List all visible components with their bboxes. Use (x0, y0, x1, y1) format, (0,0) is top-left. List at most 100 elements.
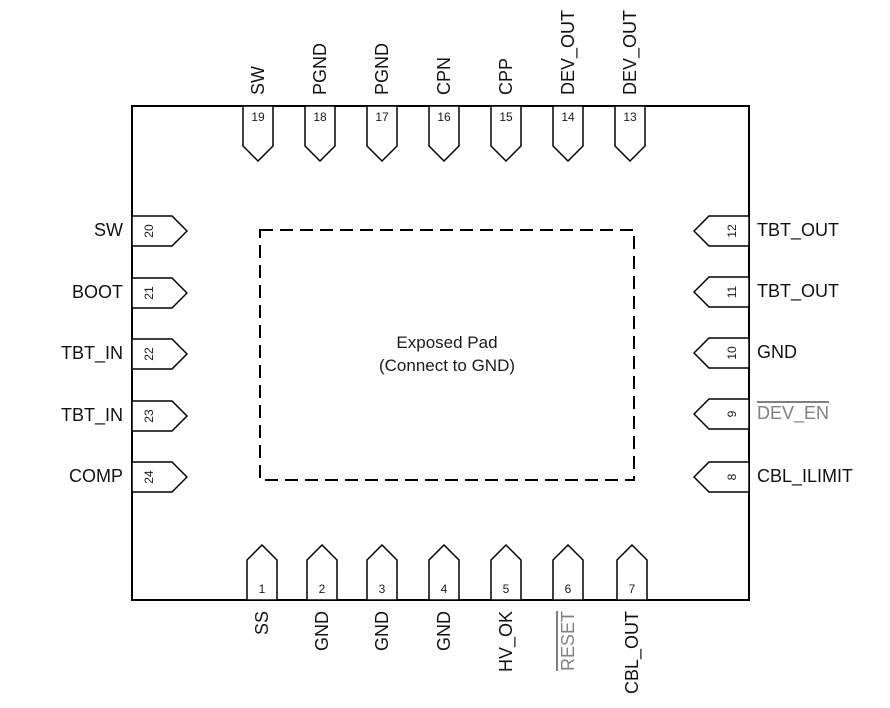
pin-17-shape (366, 105, 398, 162)
pin-12: 12 (693, 215, 750, 247)
pin-2: 2 (306, 544, 338, 601)
chip-body-outline (131, 105, 750, 601)
exposed-pad-border (259, 229, 635, 481)
pin-17-label: PGND (372, 42, 392, 95)
pin-2-label: GND (312, 611, 332, 651)
pin-7-shape (616, 544, 648, 601)
pin-11-shape (693, 276, 750, 308)
pin-22: 22 (131, 338, 188, 370)
pin-6: 6 (552, 544, 584, 601)
pin-9-number: 9 (725, 410, 739, 418)
exposed-pad-line2: (Connect to GND) (378, 356, 516, 375)
pin-4-label: GND (434, 611, 454, 651)
pin-19-label: SW (248, 66, 268, 95)
pin-20-number: 20 (142, 224, 156, 238)
pin-21-number: 21 (142, 286, 156, 300)
pin-3-label: GND (372, 611, 392, 651)
pin-2-number: 2 (318, 582, 326, 596)
pin-18-label: PGND (310, 42, 330, 95)
pin-17: 17 (366, 105, 398, 162)
pin-10: 10 (693, 337, 750, 369)
pin-14-shape (552, 105, 584, 162)
pin-3-number: 3 (378, 582, 386, 596)
pin-16-shape (428, 105, 460, 162)
pin-12-label: TBT_OUT (757, 220, 840, 240)
pin-10-shape (693, 337, 750, 369)
exposed-pad-line1: Exposed Pad (396, 333, 498, 353)
pin-13-shape (614, 105, 646, 162)
pin-10-label: GND (757, 342, 797, 362)
pin-6-label: RESET (558, 611, 578, 672)
pin-8-number: 8 (725, 473, 739, 481)
pin-16: 16 (428, 105, 460, 162)
exposed-pad: Exposed Pad (Connect to GND) (258, 228, 636, 482)
pin-16-number: 16 (437, 110, 451, 124)
pin-4-shape (428, 544, 460, 601)
pin-13: 13 (614, 105, 646, 162)
pin-7-label: CBL_OUT (622, 611, 642, 695)
pin-1-label: SS (252, 611, 272, 636)
pin-23-label: TBT_IN (60, 405, 123, 425)
pin-8-shape (693, 461, 750, 493)
pin-6-shape (552, 544, 584, 601)
pin-3: 3 (366, 544, 398, 601)
pin-9-label: DEV_EN (757, 403, 830, 423)
pin-15-number: 15 (499, 110, 513, 124)
pin-15: 15 (490, 105, 522, 162)
pin-19-shape (242, 105, 274, 162)
pin-21: 21 (131, 277, 188, 309)
pin-13-label: DEV_OUT (620, 9, 640, 95)
pin-23: 23 (131, 400, 188, 432)
pin-16-label: CPN (434, 56, 454, 95)
pin-23-number: 23 (142, 409, 156, 423)
pin-13-number: 13 (623, 110, 637, 124)
pin-4-number: 4 (440, 582, 448, 596)
pin-24: 24 (131, 461, 188, 493)
pin-8-label: CBL_ILIMIT (757, 466, 854, 486)
pin-20-label: SW (94, 220, 123, 240)
pin-17-number: 17 (375, 110, 389, 124)
pin-22-shape (131, 338, 188, 370)
pin-7: 7 (616, 544, 648, 601)
pin-24-label: COMP (69, 466, 123, 486)
pin-11-number: 11 (725, 285, 739, 299)
pin-11: 11 (693, 276, 750, 308)
pin-9: 9 (693, 398, 750, 430)
pin-21-label: BOOT (71, 282, 123, 302)
pin-4: 4 (428, 544, 460, 601)
pin-14-label: DEV_OUT (558, 9, 578, 95)
pin-5-number: 5 (502, 582, 510, 596)
pin-6-number: 6 (564, 582, 572, 596)
pin-18-shape (304, 105, 336, 162)
pin-22-number: 22 (142, 347, 156, 361)
pin-11-label: TBT_OUT (757, 281, 840, 301)
pin-19: 19 (242, 105, 274, 162)
pin-1: 1 (246, 544, 278, 601)
exposed-pad-label: Exposed Pad (Connect to GND) (258, 228, 636, 482)
pin-18: 18 (304, 105, 336, 162)
pin-21-shape (131, 277, 188, 309)
pin-9-shape (693, 398, 750, 430)
pin-15-label: CPP (496, 57, 516, 95)
pin-3-shape (366, 544, 398, 601)
pin-24-shape (131, 461, 188, 493)
pin-12-shape (693, 215, 750, 247)
pin-7-number: 7 (628, 582, 636, 596)
pin-5-shape (490, 544, 522, 601)
pin-2-shape (306, 544, 338, 601)
pin-20-shape (131, 215, 188, 247)
pin-15-shape (490, 105, 522, 162)
pin-8: 8 (693, 461, 750, 493)
pin-20: 20 (131, 215, 188, 247)
pin-23-shape (131, 400, 188, 432)
pin-10-number: 10 (725, 346, 739, 360)
pin-1-number: 1 (258, 582, 266, 596)
pin-14: 14 (552, 105, 584, 162)
pin-18-number: 18 (313, 110, 327, 124)
pin-5-label: HV_OK (496, 611, 516, 673)
pin-12-number: 12 (725, 224, 739, 238)
pin-22-label: TBT_IN (60, 343, 123, 363)
pin-24-number: 24 (142, 470, 156, 484)
pin-1-shape (246, 544, 278, 601)
